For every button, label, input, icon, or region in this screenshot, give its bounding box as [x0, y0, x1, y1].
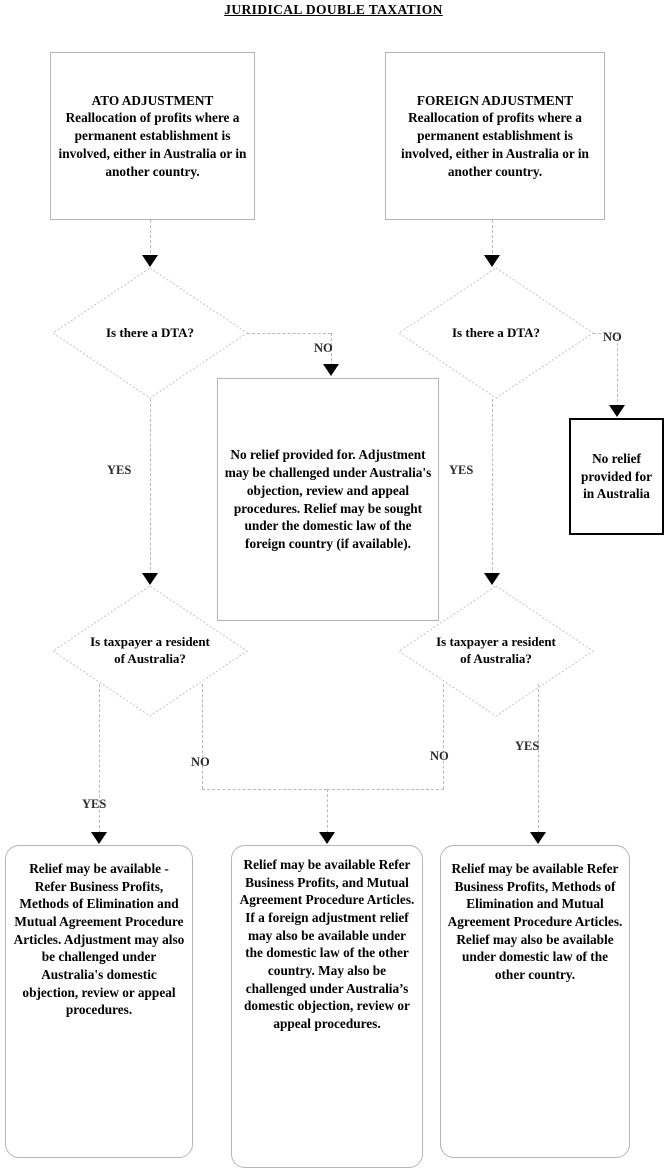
node-no-relief-australia: No relief provided for in Australia — [569, 418, 664, 535]
node-no-relief-center: No relief provided for. Adjustment may b… — [217, 378, 439, 621]
connector-resident-right-yes — [538, 684, 539, 833]
connector-dta-right-no-v — [617, 333, 618, 407]
edge-label-dta-left-yes: YES — [107, 463, 132, 477]
node-foreign-adjustment: FOREIGN ADJUSTMENT Reallocation of profi… — [385, 52, 605, 220]
connector-resident-right-no-h — [327, 789, 444, 790]
connector-resident-left-yes — [99, 684, 100, 833]
connector-dta-left-no-h — [247, 333, 331, 334]
foreign-adjustment-body: Reallocation of profits where a permanen… — [401, 110, 589, 179]
connector-dta-right-no-h — [593, 333, 617, 334]
arrowhead-resident-left-yes — [91, 832, 107, 844]
arrowhead-dta-left-yes — [142, 573, 158, 585]
edge-label-dta-right-yes: YES — [449, 463, 474, 477]
connector-resident-left-no-h — [202, 789, 327, 790]
node-outcome-center: Relief may be available Refer Business P… — [231, 845, 423, 1168]
arrowhead-dta-right-no — [609, 405, 625, 417]
connector-dta-left-no-v — [331, 333, 332, 366]
arrowhead-outcome-center — [319, 832, 335, 844]
arrowhead-foreign-to-dta — [484, 255, 500, 267]
foreign-adjustment-heading: FOREIGN ADJUSTMENT — [416, 92, 574, 108]
connector-resident-left-no-v — [202, 684, 203, 789]
edge-label-resident-right-yes: YES — [515, 739, 540, 753]
arrowhead-dta-right-yes — [484, 573, 500, 585]
ato-adjustment-body: Reallocation of profits where a permanen… — [58, 110, 247, 179]
node-resident-left: Is taxpayer a resident of Australia? — [52, 585, 248, 717]
node-outcome-left: Relief may be available - Refer Business… — [5, 845, 193, 1158]
node-resident-right: Is taxpayer a resident of Australia? — [398, 585, 594, 717]
edge-label-resident-left-no: NO — [191, 755, 210, 769]
connector-dta-left-yes — [150, 399, 151, 575]
outcome-center-text: Relief may be available Refer Business P… — [239, 857, 415, 1032]
diamond-shape-dta-left — [52, 267, 248, 399]
diamond-shape-resident-left — [52, 585, 248, 717]
page-title: JURIDICAL DOUBLE TAXATION — [224, 2, 443, 17]
diamond-shape-dta-right — [398, 267, 594, 399]
outcome-right-text: Relief may be available Refer Business P… — [447, 861, 623, 983]
connector-no-merge-drop — [327, 789, 328, 833]
no-relief-australia-text: No relief provided for in Australia — [580, 450, 653, 502]
arrowhead-dta-left-no — [323, 364, 339, 376]
diamond-shape-resident-right — [398, 585, 594, 717]
connector-resident-right-no-v — [443, 684, 444, 789]
arrowhead-ato-to-dta — [142, 255, 158, 267]
edge-label-resident-right-no: NO — [430, 749, 449, 763]
arrowhead-resident-right-yes — [530, 832, 546, 844]
connector-foreign-to-dta — [492, 220, 493, 258]
connector-dta-right-yes — [492, 399, 493, 575]
connector-ato-to-dta — [150, 220, 151, 258]
edge-label-dta-left-no: NO — [314, 341, 333, 355]
outcome-left-text: Relief may be available - Refer Business… — [13, 861, 185, 1018]
node-ato-adjustment: ATO ADJUSTMENT Reallocation of profits w… — [50, 52, 255, 220]
edge-label-dta-right-no: NO — [603, 330, 622, 344]
no-relief-center-text: No relief provided for. Adjustment may b… — [224, 447, 432, 551]
ato-adjustment-heading: ATO ADJUSTMENT — [91, 92, 214, 108]
node-outcome-right: Relief may be available Refer Business P… — [440, 845, 630, 1158]
edge-label-resident-left-yes: YES — [82, 797, 107, 811]
